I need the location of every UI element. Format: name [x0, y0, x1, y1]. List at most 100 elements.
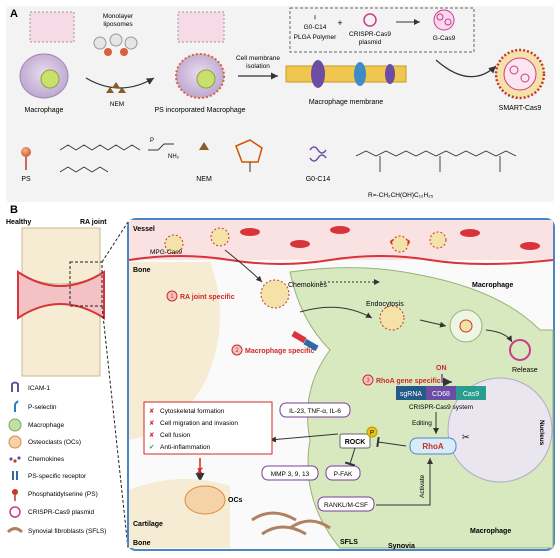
phospho-label: P: [370, 431, 374, 437]
editing-label: Editing: [412, 420, 432, 427]
ocs-label: OCs: [228, 497, 243, 504]
sgrna-block: [396, 386, 426, 400]
nem-legend-label: NEM: [196, 176, 212, 183]
endocytosis-label: Endocytosis: [366, 301, 404, 308]
endosome-particle: [459, 319, 473, 333]
arrow-extravasation: [224, 249, 263, 283]
ps-receptor-icon: [12, 471, 18, 480]
pfak-box: [325, 465, 361, 481]
sgrna-label: sgRNA: [400, 391, 423, 398]
arrow-rock-effects: [269, 433, 339, 443]
macrophage-membrane-label: Macrophage membrane: [309, 99, 383, 106]
cd68-label: CD68: [432, 391, 450, 398]
arrow-endocytosis: [299, 306, 373, 319]
crispr-system-label: CRISPR-Cas9 system: [409, 404, 473, 411]
step3-label: RhoA gene specific: [376, 378, 441, 385]
macrophage-icon: [8, 418, 22, 432]
legend-p-selectin: P-selectin: [28, 404, 57, 411]
panel-a-letter: A: [10, 8, 18, 20]
nem-structure: [235, 139, 263, 172]
bone-bottom-label: Bone: [133, 540, 151, 547]
g-cas9-box: [289, 7, 475, 53]
arrow-release: [485, 329, 513, 343]
nucleus-label: Nucleus: [538, 420, 545, 446]
healthy-label: Healthy: [6, 219, 31, 226]
panel-a-background: [6, 6, 554, 202]
receptor-binding: [291, 330, 319, 352]
plga-label: PLGA Polymer: [294, 34, 337, 41]
vessel-wall: [128, 255, 554, 265]
arrow-endosome: [419, 319, 447, 328]
arrow-to-smart: [435, 59, 497, 78]
macrophage-label: Macrophage: [25, 107, 64, 114]
macrophage-cell: [19, 11, 75, 99]
g0c14-structure: [355, 150, 517, 172]
chemokine-icon: [9, 456, 21, 463]
macrophage-top-label: Macrophage: [472, 282, 513, 289]
osteoclast-icon: [8, 435, 22, 449]
smart-cas9-label: SMART-Cas9: [499, 105, 542, 112]
ps-incorporated-label: PS incorporated Macrophage: [154, 107, 245, 114]
pfak-label: P-FAK: [334, 471, 353, 478]
bone-top-label: Bone: [133, 267, 151, 274]
nem-triangles-icon: [106, 82, 126, 93]
smart-cas9-particle: [494, 48, 546, 100]
inhibit-rock: [376, 436, 407, 448]
vessel-label: Vessel: [133, 226, 155, 233]
effects-box: [143, 401, 273, 455]
legend-ps-receptor: PS-specific receptor: [28, 473, 87, 480]
vessel-band: [129, 220, 553, 260]
bone-area-top: [129, 262, 221, 440]
cas9-label: Cas9: [463, 391, 479, 398]
effect-migration: Cell migration and invasion: [160, 420, 238, 427]
panel-b-letter: B: [10, 204, 18, 216]
effect-mark-2: ✘: [149, 419, 155, 427]
monolayer-label: Monolayer: [103, 13, 134, 20]
r-formula: R=-CH₂CH(OH)C₁₂H₂₅: [368, 192, 434, 199]
arrow-ps-incorporation: [85, 77, 155, 89]
released-plasmid: [509, 339, 531, 361]
mmp-box: [261, 465, 319, 481]
plasmid-label: plasmid: [359, 39, 382, 46]
ra-joint-label: RA joint: [80, 219, 107, 226]
inhibit-mmp: [344, 447, 356, 467]
step2-badge: [231, 344, 243, 356]
legend-macrophage: Macrophage: [28, 422, 65, 429]
isolation-label: isolation: [246, 63, 270, 70]
cd68-block: [426, 386, 456, 400]
cartilage-label: Cartilage: [133, 521, 163, 528]
cytokines-box: [279, 402, 351, 418]
plus-sign: +: [337, 18, 342, 28]
ps-legend-label: PS: [21, 176, 31, 183]
rankl-label: RANKL/M-CSF: [324, 502, 368, 509]
legend-phosphatidylserine: Phosphatidylserine (PS): [28, 491, 98, 498]
step1-badge: [166, 290, 178, 302]
liposomes-label: liposomes: [103, 21, 133, 28]
effect-anti-inflammation: Anti-inflammation: [160, 444, 211, 451]
effect-fusion: Cell fusion: [160, 432, 191, 439]
effect-mark-1: ✘: [149, 407, 155, 415]
ps-incorporated-macrophage: [175, 11, 225, 99]
chemokines-label: Chemokines: [288, 282, 327, 289]
sfls-fibers: [251, 511, 331, 536]
release-label: Release: [512, 367, 538, 374]
legend-plasmid: CRISPR-Cas9 plasmid: [28, 509, 94, 516]
promoter-arrow: [441, 374, 452, 387]
on-label: ON: [436, 365, 447, 372]
g-cas9-label: G-Cas9: [433, 35, 456, 42]
legend-chemokines: Chemokines: [28, 456, 65, 463]
effect-mark-4: ✔: [149, 444, 155, 451]
rock-label: ROCK: [345, 439, 366, 446]
plasmid-icon: [9, 506, 21, 518]
mpg-cas9-particles: [164, 227, 447, 331]
ps-structure-atom: P: [150, 138, 154, 144]
phospho-badge: [366, 426, 378, 438]
ps-structure-group: NH₂: [168, 154, 180, 160]
icam1-icon: [11, 381, 19, 392]
synovia-label: Synovia: [388, 543, 415, 550]
arrow-activate: [376, 458, 433, 506]
zoom-lines: [101, 221, 129, 549]
macrophage-bottom-label: Macrophage: [470, 528, 511, 535]
phosphatidylserine-icon: [12, 489, 18, 501]
